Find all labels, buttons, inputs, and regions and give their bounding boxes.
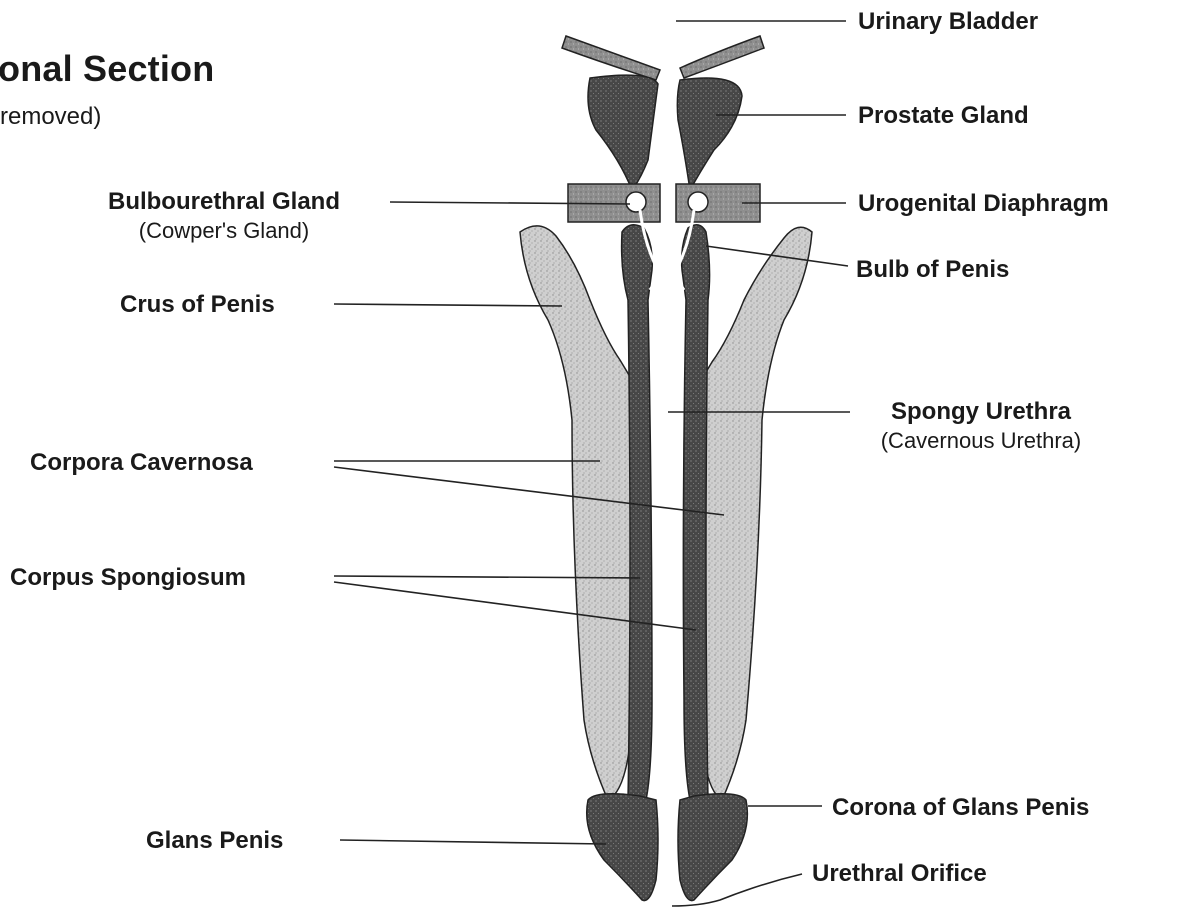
leader-glans-penis [340, 840, 606, 844]
label-bulbourethral-group: Bulbourethral Gland (Cowper's Gland) [64, 188, 384, 244]
leader-corpora-cavernosa-2 [334, 467, 724, 515]
label-bulb-of-penis: Bulb of Penis [856, 256, 1009, 284]
glans-penis-left [587, 794, 658, 901]
leader-crus-of-penis [334, 304, 562, 306]
prostate-right [677, 78, 742, 190]
label-corona-of-glans-penis: Corona of Glans Penis [832, 794, 1089, 822]
bulbourethral-gland-right [688, 192, 708, 212]
label-crus-of-penis: Crus of Penis [120, 291, 275, 319]
glans-penis-right [678, 794, 747, 901]
urinary-bladder-left [562, 36, 660, 80]
label-glans-penis: Glans Penis [146, 827, 283, 855]
label-corpora-cavernosa: Corpora Cavernosa [30, 449, 253, 477]
label-urethral-orifice: Urethral Orifice [812, 860, 987, 888]
prostate-left [588, 75, 658, 190]
urinary-bladder-right [680, 36, 764, 78]
label-prostate-gland: Prostate Gland [858, 102, 1029, 130]
label-cavernous-urethra: (Cavernous Urethra) [836, 428, 1126, 454]
label-urogenital-diaphragm: Urogenital Diaphragm [858, 190, 1109, 218]
corpus-cavernosum-left [520, 226, 634, 800]
label-bulbourethral-gland: Bulbourethral Gland [64, 188, 384, 216]
label-urinary-bladder: Urinary Bladder [858, 8, 1038, 36]
label-spongy-urethra-group: Spongy Urethra (Cavernous Urethra) [836, 398, 1126, 454]
label-cowpers-gland: (Cowper's Gland) [64, 218, 384, 244]
label-corpus-spongiosum: Corpus Spongiosum [10, 564, 246, 592]
label-spongy-urethra: Spongy Urethra [836, 398, 1126, 426]
bulbourethral-gland-left [626, 192, 646, 212]
